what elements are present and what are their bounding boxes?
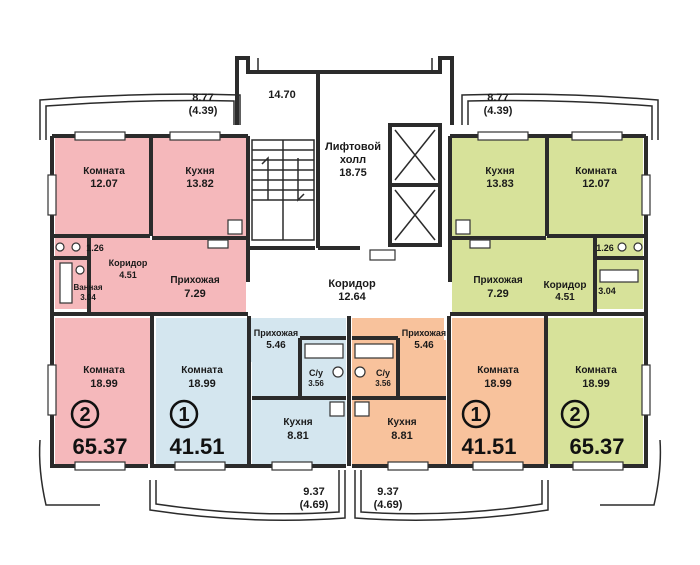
balcony-labels: 8.77 (4.39) 8.77 (4.39) 9.37 (4.69) 9.37… xyxy=(189,92,513,511)
svg-text:Прихожая: Прихожая xyxy=(170,275,220,286)
apt-right-2-labels: Кухня 13.83 Комната 12.07 1.26 Прихожая … xyxy=(473,166,624,459)
balcony-bottom-right-half: (4.69) xyxy=(374,499,403,511)
svg-text:Прихожая: Прихожая xyxy=(254,328,298,338)
svg-text:Кухня: Кухня xyxy=(485,166,514,177)
balcony-bottom-right-area: 9.37 xyxy=(377,486,398,498)
balcony-top-left-area: 8.77 xyxy=(192,92,213,104)
apt-right-1-hall-ext xyxy=(398,340,446,398)
svg-text:4.51: 4.51 xyxy=(555,292,575,303)
svg-text:12.07: 12.07 xyxy=(582,178,610,190)
svg-text:Комната: Комната xyxy=(83,166,125,177)
svg-text:Прихожая: Прихожая xyxy=(402,328,446,338)
svg-text:Кухня: Кухня xyxy=(283,417,312,428)
svg-text:3.04: 3.04 xyxy=(80,293,96,302)
apt-right-2-corridor xyxy=(544,237,594,312)
corridor-label: Коридор xyxy=(328,278,376,290)
lift-shafts xyxy=(394,129,436,241)
svg-text:Комната: Комната xyxy=(575,365,617,376)
windows xyxy=(47,131,651,471)
apt-left-1-number-badge xyxy=(169,399,199,429)
stair-area: 14.70 xyxy=(268,89,296,101)
svg-text:5.46: 5.46 xyxy=(266,340,286,351)
svg-text:1.26: 1.26 xyxy=(86,243,104,253)
apt-left-1-room xyxy=(156,318,248,464)
apt-left-2-hall xyxy=(150,240,246,312)
svg-text:4.51: 4.51 xyxy=(119,270,137,280)
lift-hall-label-1: Лифтовой xyxy=(325,141,381,153)
apt-left-1-hall-ext xyxy=(252,340,300,398)
sanitary-fixtures xyxy=(55,219,643,417)
apt-right-2-number-badge xyxy=(560,399,590,429)
corridor-area: 12.64 xyxy=(338,291,366,303)
balcony-bottom-left-half: (4.69) xyxy=(300,499,329,511)
svg-text:С/у: С/у xyxy=(376,368,390,378)
apt-right-2-bath xyxy=(596,259,643,309)
lift-hall-label-2: холл xyxy=(340,154,366,166)
svg-text:Комната: Комната xyxy=(83,365,125,376)
svg-text:8.81: 8.81 xyxy=(391,430,412,442)
balcony-bottom-left-area: 9.37 xyxy=(303,486,324,498)
balcony-bottom-left xyxy=(38,439,346,521)
apt-right-2-room2 xyxy=(548,318,643,464)
apt-left-1-number: 1 xyxy=(178,404,189,426)
apt-left-2-room1 xyxy=(55,138,150,235)
apartment-2-right-area[interactable] xyxy=(452,138,643,464)
svg-text:Комната: Комната xyxy=(181,365,223,376)
svg-text:Прихожая: Прихожая xyxy=(473,275,523,286)
apt-left-2-number-badge xyxy=(70,399,100,429)
apt-right-1-number: 1 xyxy=(470,404,481,426)
svg-text:3.04: 3.04 xyxy=(598,286,616,296)
apt-left-1-total: 41.51 xyxy=(169,434,224,459)
lift-hall-area: 18.75 xyxy=(339,167,367,179)
balcony-top-left-half: (4.39) xyxy=(189,105,218,117)
apt-right-2-hall xyxy=(452,240,544,312)
svg-text:Ванная: Ванная xyxy=(73,283,102,292)
svg-text:Комната: Комната xyxy=(575,166,617,177)
svg-text:Коридор: Коридор xyxy=(543,280,586,291)
svg-text:Коридор: Коридор xyxy=(109,258,148,268)
apt-right-1-labels: Прихожая 5.46 С/у 3.56 Кухня 8.81 Комнат… xyxy=(375,328,519,459)
svg-text:Кухня: Кухня xyxy=(387,417,416,428)
core-outline xyxy=(235,56,454,125)
svg-text:18.99: 18.99 xyxy=(188,378,216,390)
balcony-top-right xyxy=(461,93,659,140)
svg-text:7.29: 7.29 xyxy=(487,288,508,300)
apt-left-1-labels: Комната 18.99 Прихожая 5.46 С/у 3.56 Кух… xyxy=(169,328,324,459)
svg-text:3.56: 3.56 xyxy=(308,379,324,388)
svg-text:13.83: 13.83 xyxy=(486,178,514,190)
svg-text:С/у: С/у xyxy=(309,368,323,378)
svg-text:1.26: 1.26 xyxy=(596,243,614,253)
svg-text:3.56: 3.56 xyxy=(375,379,391,388)
svg-text:Комната: Комната xyxy=(477,365,519,376)
apt-right-1-total: 41.51 xyxy=(461,434,516,459)
apt-left-2-total: 65.37 xyxy=(72,434,127,459)
balcony-top-left xyxy=(39,93,241,140)
svg-text:8.81: 8.81 xyxy=(287,430,308,442)
svg-text:7.29: 7.29 xyxy=(184,288,205,300)
apt-right-2-room1 xyxy=(548,138,643,235)
svg-text:12.07: 12.07 xyxy=(90,178,118,190)
balcony-top-right-half: (4.39) xyxy=(484,105,513,117)
apt-left-2-number: 2 xyxy=(79,404,90,426)
common-labels: 14.70 Лифтовой холл 18.75 Коридор 12.64 xyxy=(268,89,381,303)
apartment-2-left-area[interactable] xyxy=(55,138,246,464)
apt-left-2-room2 xyxy=(55,318,150,464)
svg-text:18.99: 18.99 xyxy=(582,378,610,390)
svg-text:18.99: 18.99 xyxy=(90,378,118,390)
apt-left-2-corridor xyxy=(90,237,150,312)
svg-text:Кухня: Кухня xyxy=(185,166,214,177)
apt-right-1-number-badge xyxy=(461,399,491,429)
svg-text:5.46: 5.46 xyxy=(414,340,434,351)
svg-text:18.99: 18.99 xyxy=(484,378,512,390)
apt-right-2-total: 65.37 xyxy=(569,434,624,459)
interior-walls xyxy=(52,72,646,466)
apt-right-1-room xyxy=(452,318,544,464)
balcony-top-right-area: 8.77 xyxy=(487,92,508,104)
balcony-bottom-right xyxy=(354,439,662,521)
stairs xyxy=(251,139,315,241)
apt-left-2-labels: Комната 12.07 Кухня 13.82 1.26 Коридор 4… xyxy=(70,166,220,459)
apt-right-2-number: 2 xyxy=(569,404,580,426)
svg-text:13.82: 13.82 xyxy=(186,178,214,190)
